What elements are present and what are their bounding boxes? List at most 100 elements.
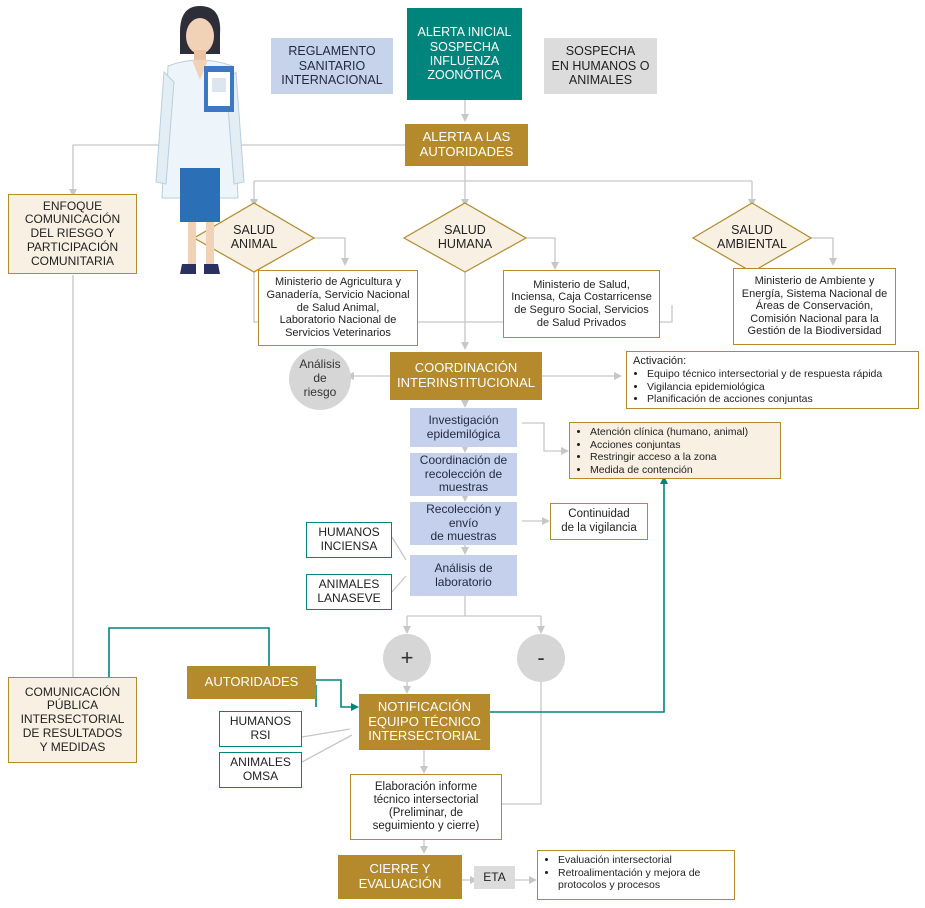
humanos-rsi-line-1: HUMANOS (229, 714, 292, 729)
negative-result-label: - (537, 645, 545, 671)
informe-line-2: técnico intersectorial (373, 793, 479, 806)
salud-animal-label: SALUD ANIMAL (204, 223, 304, 252)
recoleccion-box: Recolección y envío de muestras (410, 502, 517, 545)
coord-muestras-line-1: Coordinación de (419, 452, 508, 467)
activacion-item-2: Vigilancia epidemiológica (647, 381, 912, 394)
analisis-laboratorio-box: Análisis de laboratorio (410, 555, 517, 596)
coordinacion-line-2: INTERINSTITUCIONAL (397, 375, 535, 390)
inst-ambiental-line-5: Gestión de la Biodiversidad (747, 325, 882, 338)
activacion-title: Activación: (633, 355, 687, 367)
humanos-rsi-line-2: RSI (250, 728, 271, 742)
inst-animal-line-2: Ganadería, Servicio Nacional (266, 289, 410, 302)
comunicacion-publica-box: COMUNICACIÓN PÚBLICA INTERSECTORIAL DE R… (8, 677, 137, 763)
inst-ambiental-line-1: Ministerio de Ambiente y (754, 274, 875, 287)
sospecha-line-3: ANIMALES (568, 73, 633, 88)
evaluacion-item-2: Retroalimentación y mejora de protocolos… (558, 867, 728, 892)
accion-item-1: Atención clínica (humano, animal) (590, 426, 774, 439)
negative-result-circle: - (517, 634, 565, 682)
humanos-inciensa-line-1: HUMANOS (318, 525, 380, 540)
informe-box: Elaboración informe técnico intersectori… (350, 774, 502, 840)
institutions-ambiental-box: Ministerio de Ambiente y Energía, Sistem… (733, 268, 896, 345)
humanos-rsi-box: HUMANOS RSI (219, 711, 302, 747)
accion-item-3: Restringir acceso a la zona (590, 451, 774, 464)
coord-muestras-line-3: muestras (438, 480, 489, 495)
inst-humana-line-1: Ministerio de Salud, (533, 278, 630, 291)
cierre-line-2: EVALUACIÓN (358, 876, 442, 891)
inst-animal-line-3: de Salud Animal, (296, 301, 380, 314)
informe-line-1: Elaboración informe (374, 780, 478, 793)
analisis-riesgo-line-1: Análisis (299, 357, 341, 372)
coordinacion-line-1: COORDINACIÓN (414, 360, 518, 376)
analisis-riesgo-line-3: riesgo (303, 384, 337, 399)
positive-result-circle: + (383, 634, 431, 682)
reglamento-line-1: REGLAMENTO (288, 44, 376, 59)
salud-ambiental-line-1: SALUD (731, 223, 773, 237)
reglamento-line-2: SANITARIO (298, 58, 366, 73)
positive-result-label: + (400, 645, 414, 671)
informe-line-3: (Preliminar, de (388, 807, 464, 819)
inst-ambiental-line-4: Comisión Nacional para la (750, 312, 879, 325)
comunicacion-publica-line-2: PÚBLICA (46, 698, 99, 713)
investigacion-box: Investigación epidemilógica (410, 408, 517, 447)
reglamento-box: REGLAMENTO SANITARIO INTERNACIONAL (271, 38, 393, 94)
investigacion-line-1: Investigación (428, 412, 499, 427)
animales-lanaseve-line-2: LANASEVE (317, 591, 381, 605)
animales-lanaseve-line-1: ANIMALES (318, 577, 380, 592)
activacion-item-3: Planificación de acciones conjuntas (647, 393, 912, 406)
alerta-inicial-box: ALERTA INICIAL SOSPECHA INFLUENZA ZOONÓT… (407, 8, 522, 100)
alerta-autoridades-box: ALERTA A LAS AUTORIDADES (405, 124, 528, 166)
sospecha-box: SOSPECHA EN HUMANOS O ANIMALES (544, 38, 657, 94)
recoleccion-line-1: Recolección y (426, 501, 501, 516)
comunicacion-publica-line-4: DE RESULTADOS (22, 725, 123, 740)
animales-omsa-line-1: ANIMALES (230, 755, 291, 770)
inst-animal-line-5: Servicios Veterinarios (285, 326, 391, 339)
continuidad-box: Continuidad de la vigilancia (550, 503, 648, 540)
comunicacion-publica-line-1: COMUNICACIÓN (24, 684, 121, 699)
inst-animal-line-4: Laboratorio Nacional de (279, 314, 397, 327)
salud-humana-line-2: HUMANA (437, 237, 493, 252)
enfoque-line-1: ENFOQUE (42, 198, 103, 213)
doctor-illustration (155, 6, 245, 274)
informe-line-4: seguimiento y cierre) (372, 820, 480, 833)
salud-animal-line-2: ANIMAL (230, 237, 278, 252)
continuidad-line-1: Continuidad (568, 508, 630, 521)
animales-omsa-line-2: OMSA (242, 769, 279, 783)
inst-humana-line-2: Inciensa, Caja Costarricense (511, 291, 652, 304)
investigacion-line-2: epidemilógica (426, 426, 501, 441)
humanos-inciensa-line-2: INCIENSA (320, 539, 378, 553)
salud-animal-line-1: SALUD (233, 223, 275, 237)
animales-lanaseve-box: ANIMALES LANASEVE (306, 574, 392, 610)
salud-ambiental-label: SALUD AMBIENTAL (702, 223, 802, 252)
salud-ambiental-line-2: AMBIENTAL (717, 237, 787, 252)
diamond-salud-humana (402, 202, 528, 273)
alerta-inicial-line-3: INFLUENZA (429, 54, 500, 68)
institutions-animal-box: Ministerio de Agricultura y Ganadería, S… (258, 270, 418, 346)
sospecha-line-2: EN HUMANOS O (551, 58, 650, 73)
evaluacion-box: Evaluación intersectorial Retroalimentac… (537, 850, 735, 900)
enfoque-line-2: COMUNICACIÓN (24, 212, 121, 227)
comunicacion-publica-line-3: INTERSECTORIAL (20, 712, 125, 727)
humanos-inciensa-box: HUMANOS INCIENSA (306, 522, 392, 558)
coord-muestras-line-2: recolección de (424, 466, 503, 481)
autoridades-box: AUTORIDADES (187, 666, 316, 699)
animales-omsa-box: ANIMALES OMSA (219, 752, 302, 788)
recoleccion-line-3: de muestras (430, 529, 497, 544)
coordinacion-box: COORDINACIÓN INTERINSTITUCIONAL (390, 352, 542, 400)
acciones-box: Atención clínica (humano, animal) Accion… (569, 422, 781, 479)
sospecha-line-1: SOSPECHA (565, 44, 636, 59)
notificacion-line-2: EQUIPO TÉCNICO (368, 713, 481, 729)
analisis-riesgo-circle: Análisis de riesgo (289, 348, 351, 410)
eta-label: ETA (483, 869, 506, 884)
reglamento-line-3: INTERNACIONAL (281, 73, 383, 88)
accion-item-4: Medida de contención (590, 464, 774, 477)
activacion-item-1: Equipo técnico intersectorial y de respu… (647, 368, 912, 381)
comunicacion-publica-line-5: Y MEDIDAS (39, 739, 106, 754)
autoridades-label: AUTORIDADES (204, 674, 299, 690)
alerta-inicial-line-1: ALERTA INICIAL (417, 25, 512, 40)
analisis-lab-line-2: laboratorio (435, 574, 492, 589)
notificacion-line-3: INTERSECTORIAL (368, 728, 481, 744)
evaluacion-item-1: Evaluación intersectorial (558, 854, 728, 867)
cierre-line-1: CIERRE Y (369, 861, 431, 877)
enfoque-comunicacion-box: ENFOQUE COMUNICACIÓN DEL RIESGO Y PARTIC… (8, 194, 137, 274)
